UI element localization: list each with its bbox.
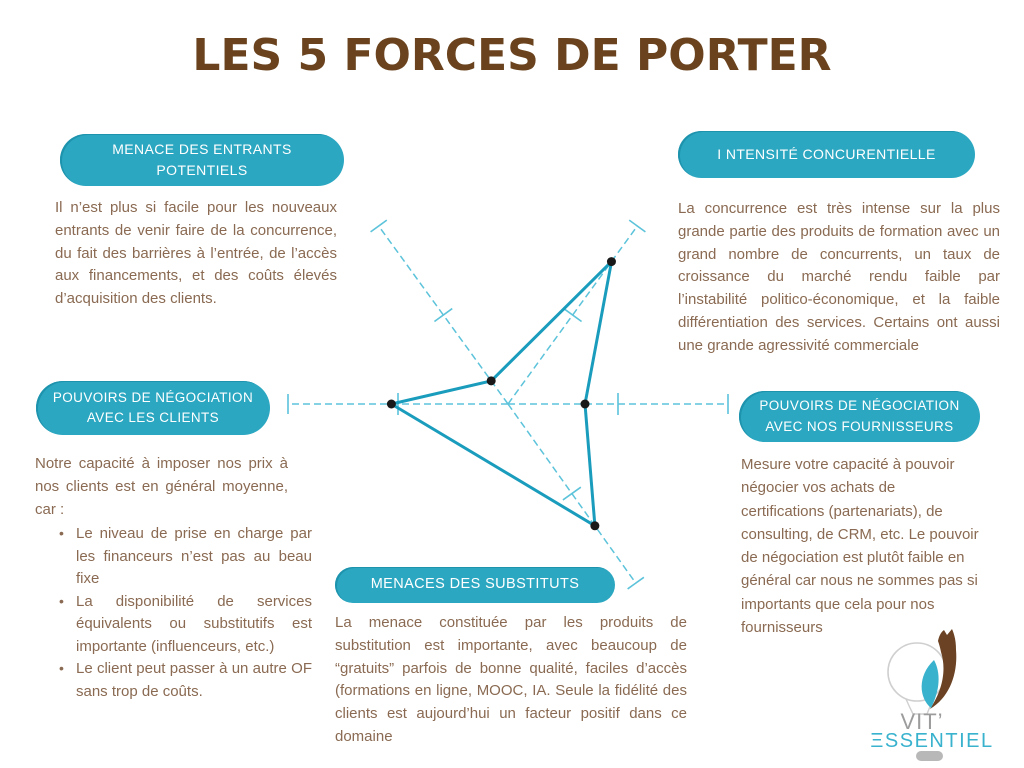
badge-entrants-label: MENACE DES ENTRANTS POTENTIELS — [112, 141, 292, 178]
clients-bullet-list: Le niveau de prise en charge par les fin… — [35, 523, 312, 703]
logo: VIT’ ΞSSENTIEL — [860, 628, 1020, 768]
logo-vit-text: VIT’ — [900, 709, 944, 734]
badge-concurrence-label: I NTENSITÉ CONCURENTIELLE — [717, 146, 936, 162]
badge-substituts: MENACES DES SUBSTITUTS — [335, 567, 615, 603]
badge-entrants: MENACE DES ENTRANTS POTENTIELS — [60, 134, 344, 186]
radar-data-point — [486, 376, 496, 386]
badge-substituts-label: MENACES DES SUBSTITUTS — [370, 576, 580, 593]
radar-data-point — [386, 399, 396, 409]
bullet-item: La disponibilité de services équivalents… — [59, 591, 312, 659]
brown-ribbon — [930, 629, 957, 709]
text-clients-intro: Notre capacité à imposer nos prix à nos … — [35, 455, 288, 518]
badge-fournisseurs-label: POUVOIRS DE NÉGOCIATION AVEC NOS FOURNIS… — [759, 398, 960, 434]
teal-ribbon — [921, 660, 939, 708]
bullet-item: Le niveau de prise en charge par les fin… — [59, 523, 312, 591]
text-substituts: La menace constituée par les produits de… — [335, 614, 687, 745]
badge-clients: POUVOIRS DE NÉGOCIATION AVEC LES CLIENTS — [36, 381, 270, 435]
text-fournisseurs: Mesure votre capacité à pouvoir négocier… — [741, 456, 979, 636]
bullet-item: Le client peut passer à un autre OF sans… — [59, 658, 312, 703]
radar-chart — [287, 219, 729, 590]
bulb-base — [916, 751, 943, 761]
text-concurrence: La concurrence est très intense sur la p… — [678, 200, 1000, 354]
logo-essentiel-text: ΞSSENTIEL — [870, 730, 994, 752]
radar-data-point — [606, 257, 616, 267]
badge-concurrence: I NTENSITÉ CONCURENTIELLE — [678, 131, 975, 178]
radar-data-point — [590, 521, 600, 531]
badge-fournisseurs: POUVOIRS DE NÉGOCIATION AVEC NOS FOURNIS… — [739, 391, 980, 442]
page-title: LES 5 FORCES DE PORTER — [192, 30, 832, 81]
radar-data-point — [580, 399, 590, 409]
badge-clients-label: POUVOIRS DE NÉGOCIATION AVEC LES CLIENTS — [52, 389, 254, 425]
text-entrants: Il n’est plus si facile pour les nouveau… — [55, 199, 337, 308]
lightbulb-icon — [887, 629, 957, 761]
